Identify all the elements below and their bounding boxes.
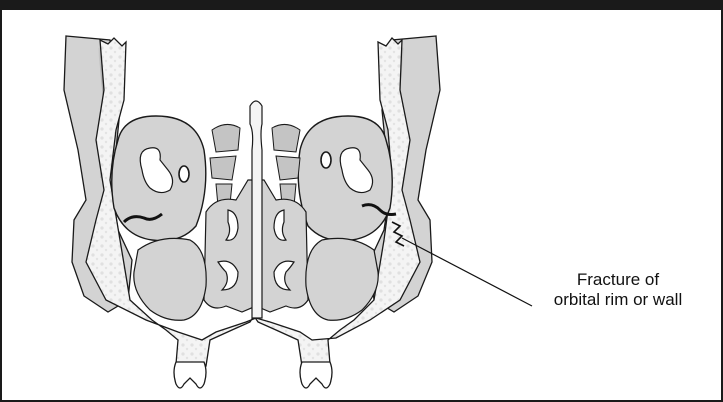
fracture-callout-label: Fracture of orbital rim or wall: [528, 270, 708, 310]
right-tooth: [300, 362, 332, 388]
callout-line-2: orbital rim or wall: [528, 290, 708, 310]
left-tooth: [174, 362, 206, 388]
nasal-septum: [250, 101, 262, 318]
left-optic-nerve: [179, 166, 189, 182]
right-optic-nerve: [321, 152, 331, 168]
left-maxillary-sinus: [134, 238, 206, 320]
callout-line-1: Fracture of: [528, 270, 708, 290]
